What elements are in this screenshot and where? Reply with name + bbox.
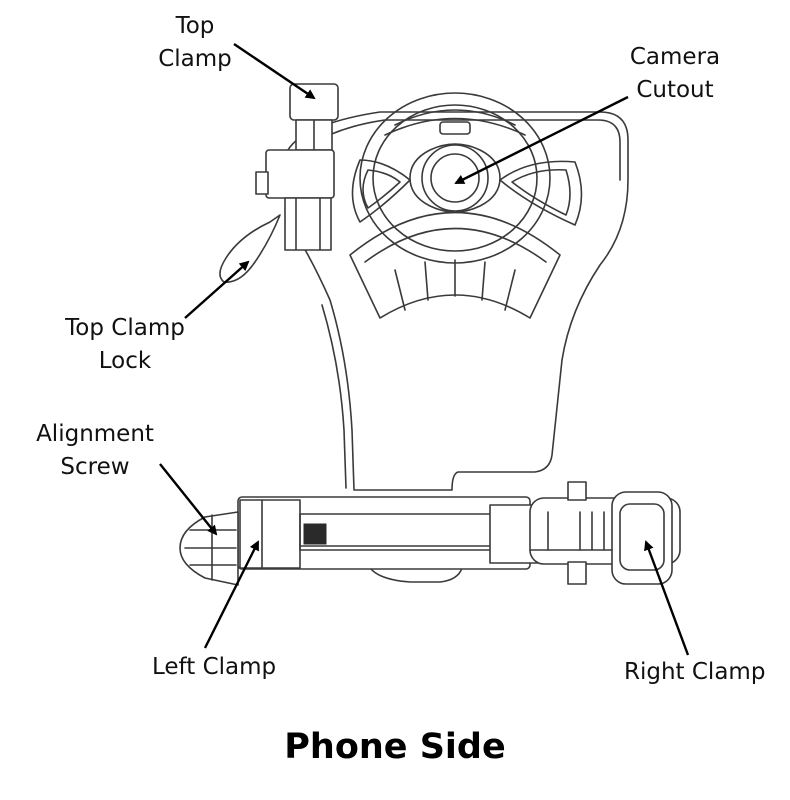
right-wing-cutout — [499, 160, 583, 226]
bottom-rail — [237, 496, 539, 583]
label-top-clamp-lock: Top Clamp Lock — [55, 312, 195, 378]
top-clamp-lock-lever — [219, 214, 281, 283]
label-alignment-screw: Alignment Screw — [25, 418, 165, 484]
label-camera-cutout-line1: Camera — [629, 44, 721, 70]
right-clamp — [529, 481, 681, 585]
alignment-screw — [179, 511, 239, 586]
top-clamp-lock-arrow — [184, 260, 250, 319]
top-clamp — [255, 83, 339, 251]
label-top-clamp-line2: Clamp — [158, 46, 232, 72]
label-alignment-screw-line2: Screw — [60, 454, 130, 480]
label-alignment-screw-line1: Alignment — [36, 421, 154, 447]
alignment-screw-arrow — [159, 463, 218, 536]
label-top-clamp-lock-line1: Top Clamp — [65, 315, 185, 341]
label-camera-cutout: Camera Cutout — [615, 41, 735, 107]
label-top-clamp-lock-line2: Lock — [98, 348, 152, 374]
label-right-clamp: Right Clamp — [624, 659, 766, 685]
label-top-clamp-line1: Top — [175, 13, 215, 39]
diagram-caption: Phone Side — [284, 727, 506, 767]
left-wing-cutout — [351, 159, 411, 223]
left-clamp-arrow — [203, 540, 260, 649]
label-top-clamp: Top Clamp — [150, 10, 240, 76]
camera-cutout-arrow — [454, 95, 629, 185]
label-camera-cutout-line2: Cutout — [636, 77, 714, 103]
mount-body — [287, 111, 629, 491]
fan-cutout — [349, 211, 561, 319]
right-clamp-arrow — [644, 540, 690, 656]
label-left-clamp: Left Clamp — [152, 654, 277, 680]
top-clamp-arrow — [233, 43, 316, 100]
camera-cutout-hub — [409, 143, 501, 213]
